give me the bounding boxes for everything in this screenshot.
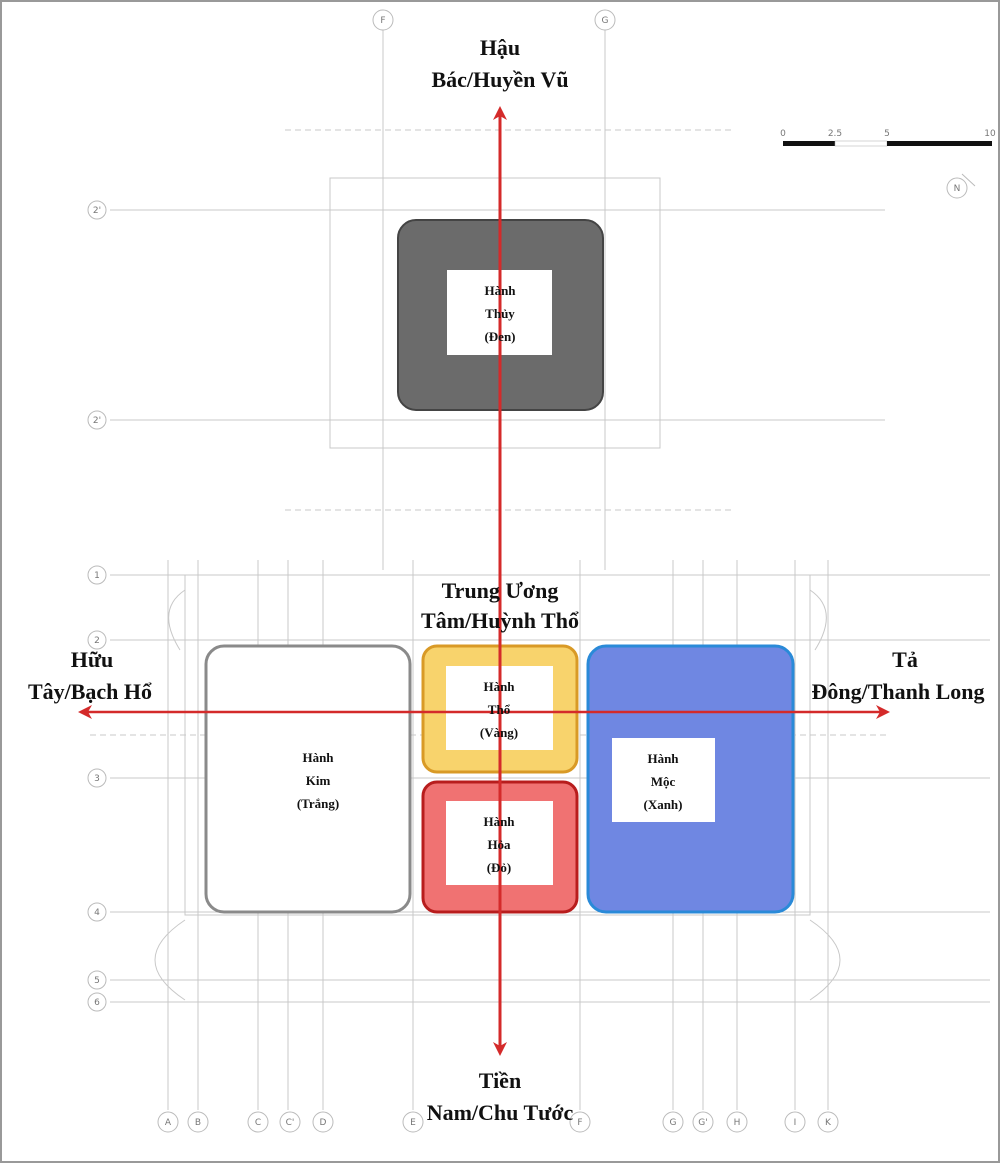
grid-row-label: 2' — [93, 416, 101, 426]
east-label-2: Đông/Thanh Long — [811, 679, 984, 704]
grid-col-label: D — [320, 1118, 327, 1128]
label-card-moc — [612, 738, 715, 822]
grid-col-label: I — [794, 1118, 797, 1128]
grid-row-label: 5 — [94, 976, 100, 986]
kim-label-1: Hành — [302, 750, 334, 765]
grid-col-label: E — [410, 1118, 416, 1128]
tho-label-1: Hành — [483, 679, 515, 694]
south-label-2: Nam/Chu Tước — [427, 1100, 574, 1125]
thuy-label-3: (Đen) — [484, 329, 515, 344]
grid-col-label: F — [380, 16, 385, 26]
north-label-2: Bác/Huyền Vũ — [431, 67, 568, 92]
grid-col-label: A — [165, 1118, 172, 1128]
thuy-label-1: Hành — [484, 283, 516, 298]
hoa-label-1: Hành — [483, 814, 515, 829]
center-label-2: Tâm/Huỳnh Thổ — [421, 608, 579, 633]
grid-col-label: G' — [698, 1118, 707, 1128]
north-label-1: Hậu — [480, 35, 520, 60]
scale-bar: 0 2.5 5 10 — [780, 129, 996, 147]
grid-row-label: 2' — [93, 206, 101, 216]
grid-col-label: C' — [286, 1118, 295, 1128]
grid-col-label: B — [195, 1118, 201, 1128]
kim-label-2: Kim — [306, 773, 331, 788]
grid-col-label: K — [825, 1118, 832, 1128]
west-label-1: Hữu — [71, 647, 114, 672]
grid-row-label: 4 — [94, 908, 100, 918]
moc-label-3: (Xanh) — [643, 797, 682, 812]
grid-col-label: H — [734, 1118, 741, 1128]
south-label-1: Tiền — [479, 1068, 521, 1093]
hoa-label-3: (Đỏ) — [487, 860, 512, 875]
tho-label-3: (Vàng) — [480, 725, 518, 740]
grid-col-label: G — [670, 1118, 677, 1128]
east-label-1: Tả — [892, 647, 918, 672]
grid-row-label: 1 — [94, 571, 100, 581]
thuy-label-2: Thủy — [485, 306, 515, 321]
hoa-label-2: Hỏa — [487, 837, 511, 852]
grid-row-label: 3 — [94, 774, 100, 784]
architectural-lines — [90, 22, 990, 1110]
grid-row-label: 2 — [94, 636, 100, 646]
grid-col-labels: F G A B C C' D E F G G' H I K — [157, 9, 839, 1133]
grid-row-labels: 2' 2' 1 2 3 4 5 6 — [87, 200, 107, 1012]
scale-tick: 5 — [884, 129, 890, 139]
scale-tick: 10 — [984, 129, 996, 139]
west-label-2: Tây/Bạch Hổ — [28, 679, 152, 704]
moc-label-2: Mộc — [651, 774, 676, 789]
svg-text:N: N — [954, 184, 961, 194]
grid-row-label: 6 — [94, 998, 100, 1008]
north-compass-icon: N — [946, 173, 976, 199]
tho-label-2: Thổ — [488, 702, 511, 717]
scale-tick: 0 — [780, 129, 786, 139]
scale-tick: 2.5 — [828, 129, 842, 139]
center-label-1: Trung Ương — [442, 578, 559, 603]
grid-col-label: C — [255, 1118, 261, 1128]
grid-col-label: F — [577, 1118, 582, 1128]
kim-label-3: (Trắng) — [297, 796, 339, 811]
moc-label-1: Hành — [647, 751, 679, 766]
grid-col-label: G — [602, 16, 609, 26]
